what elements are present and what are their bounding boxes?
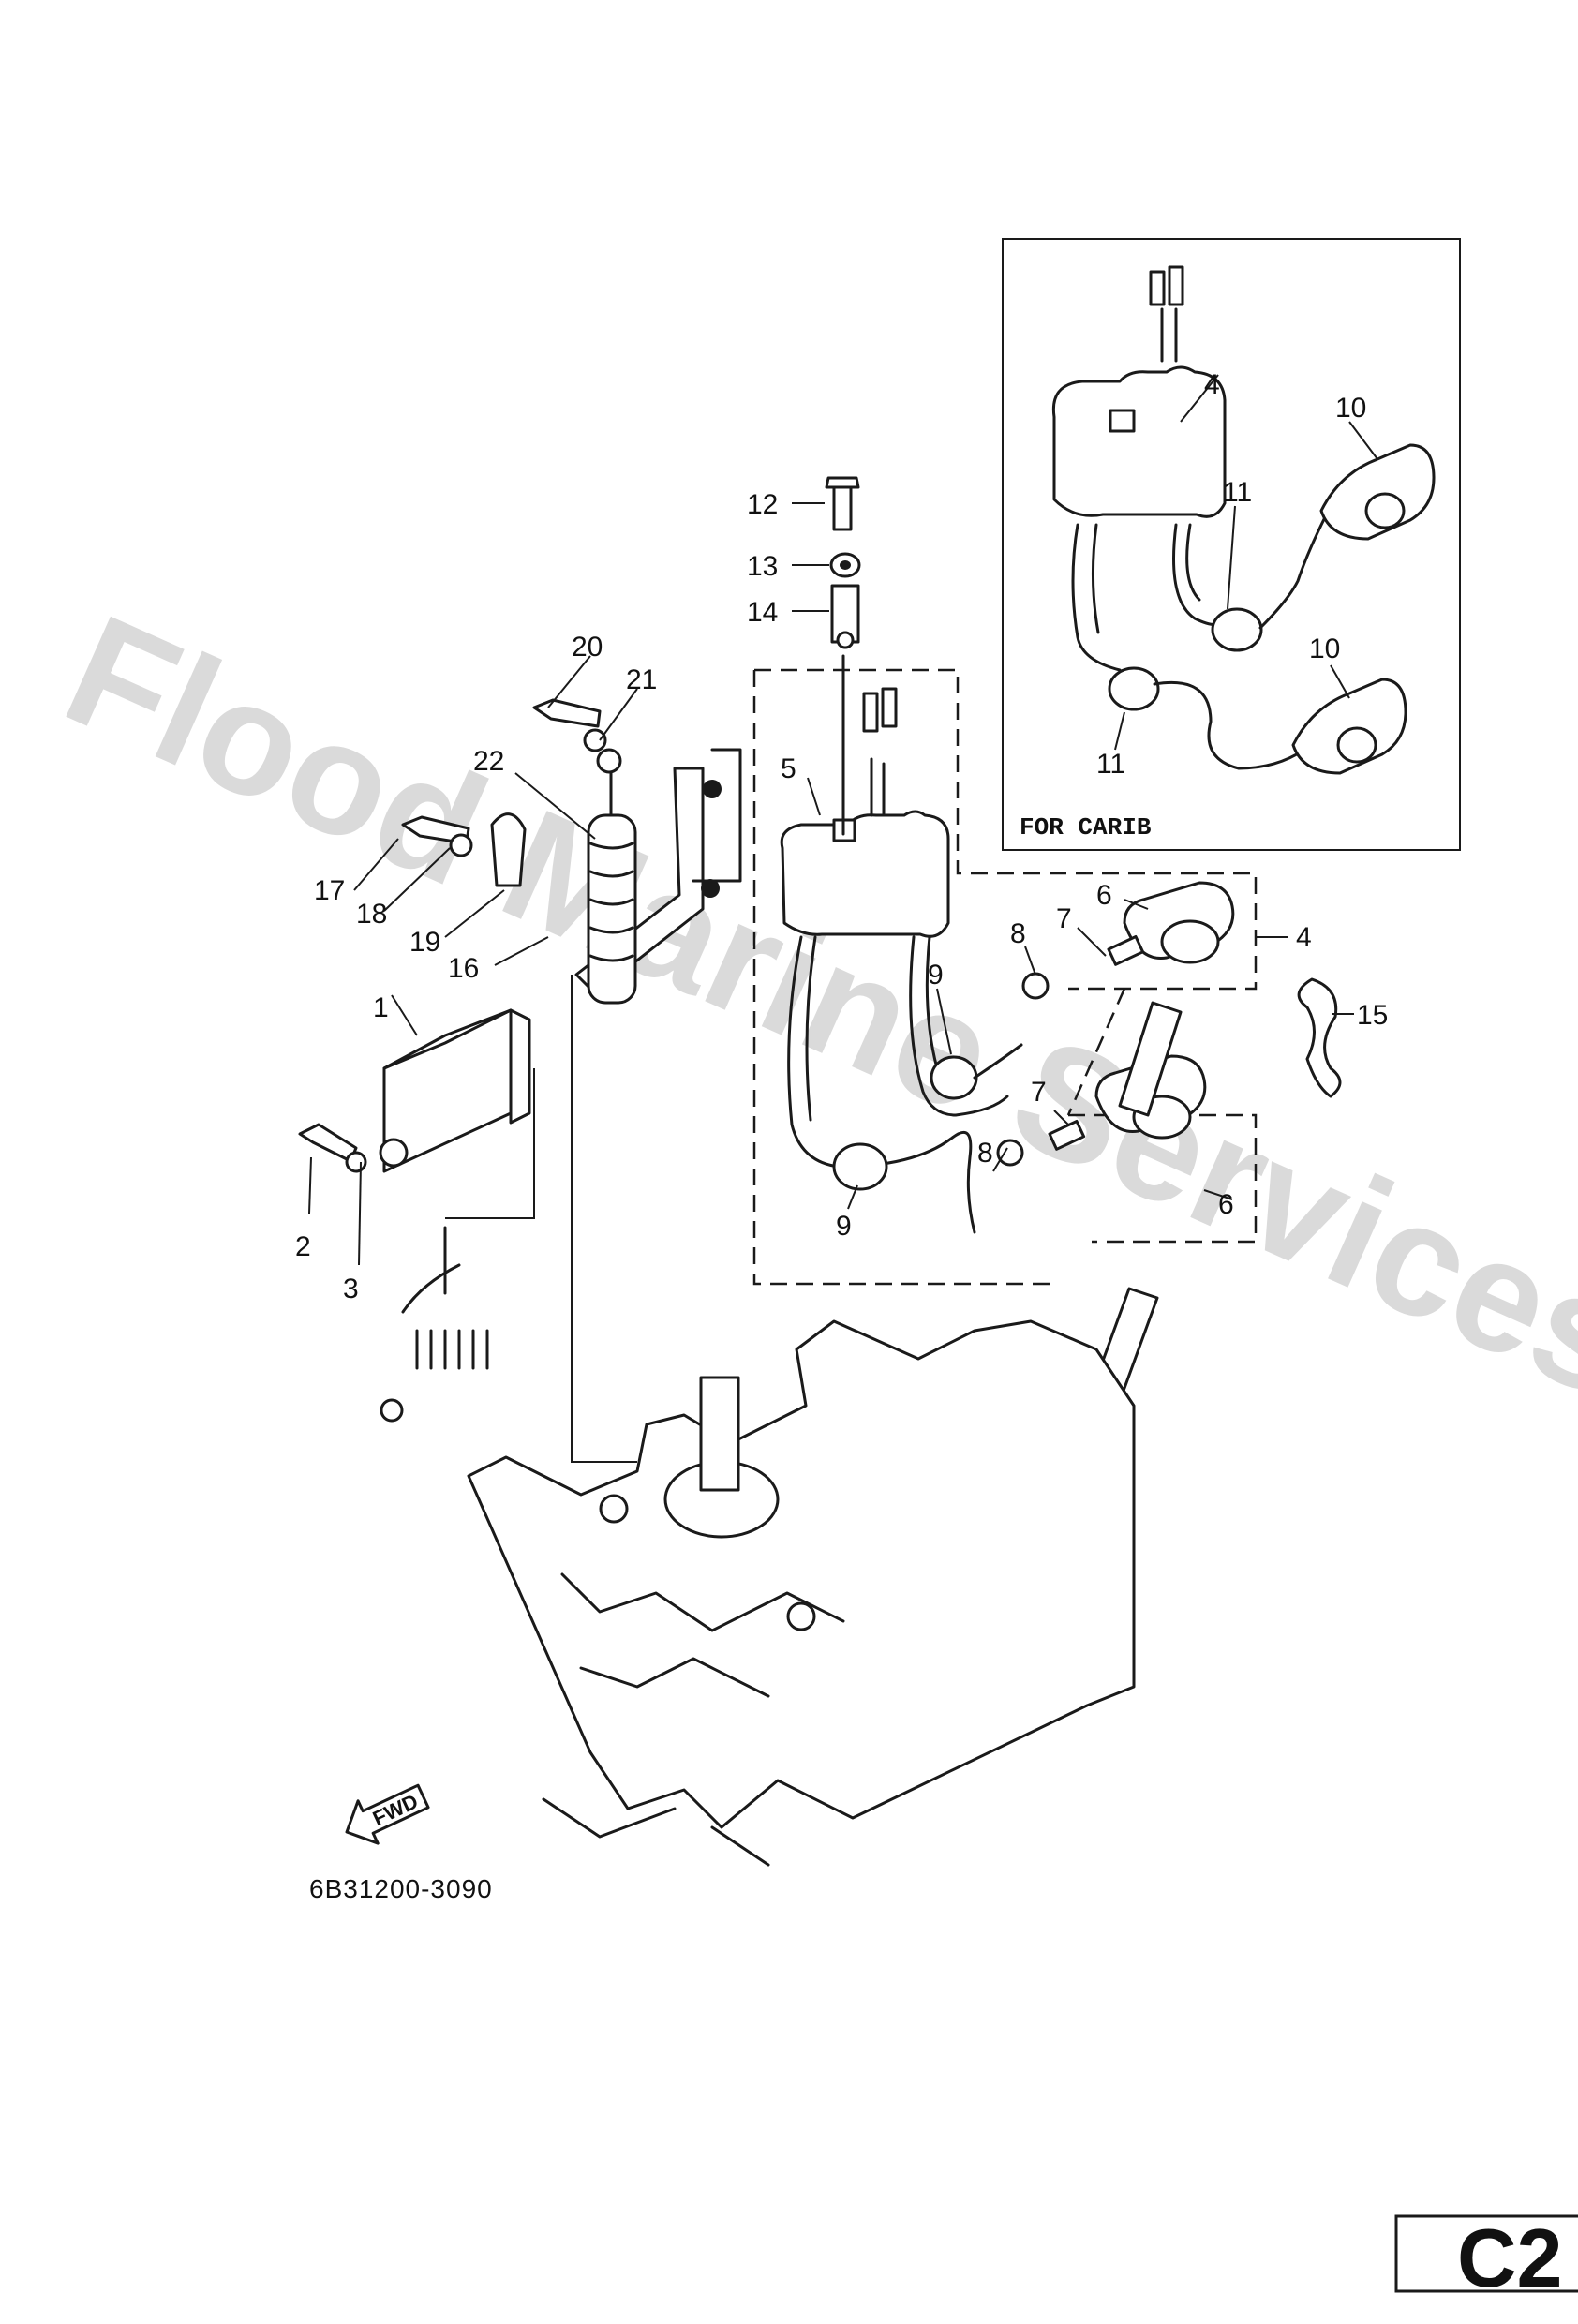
leader-lines	[308, 374, 1378, 1266]
callouts: 1 2 3 4 4 5 6 6 7 7 8 8 9 9 10 10 11 11 …	[295, 369, 1388, 1304]
fwd-arrow: FWD	[345, 1783, 430, 1845]
callout-15: 15	[1357, 1000, 1388, 1031]
page-code: C2	[1457, 2212, 1563, 2304]
callout-9-lower: 9	[836, 1211, 852, 1242]
guide-line-bracket-block	[571, 975, 637, 1463]
callout-20: 20	[572, 632, 603, 663]
callout-13: 13	[747, 551, 778, 582]
callout-10-upper: 10	[1335, 393, 1366, 424]
page-code-box	[1394, 2214, 1578, 2293]
callout-12: 12	[747, 489, 778, 520]
callout-8-upper: 8	[1010, 918, 1026, 949]
part-code: 6B31200-3090	[309, 1874, 493, 1903]
cdi-unit	[298, 1008, 535, 1423]
callout-6-lower: 6	[1218, 1189, 1234, 1220]
callout-6-upper: 6	[1096, 880, 1112, 911]
engine-block	[467, 1319, 1136, 1867]
inset-ignition-coil	[1051, 265, 1436, 775]
callout-11-lower: 11	[1096, 749, 1125, 780]
callout-5: 5	[781, 753, 796, 784]
callout-7-upper: 7	[1056, 903, 1072, 934]
callout-22: 22	[473, 746, 504, 777]
callout-21: 21	[626, 664, 657, 695]
callout-1: 1	[373, 992, 389, 1023]
callout-19: 19	[409, 927, 440, 958]
ignition-coil-5	[780, 654, 1023, 1234]
bolt-washer-spacer-stack	[825, 476, 861, 649]
clip-15	[1297, 977, 1342, 1098]
callout-18: 18	[356, 899, 387, 930]
bracket-and-coil	[574, 748, 742, 1005]
callout-17: 17	[314, 875, 345, 906]
callout-16: 16	[448, 953, 479, 984]
callout-11-upper: 11	[1223, 477, 1252, 508]
small-fasteners	[401, 698, 607, 887]
inset-label: FOR CARIB	[1020, 813, 1152, 842]
callout-14: 14	[747, 597, 778, 628]
inset-frame	[1002, 238, 1461, 851]
callout-10-lower: 10	[1309, 633, 1340, 664]
callout-4: 4	[1296, 922, 1312, 953]
callout-3: 3	[343, 1274, 359, 1304]
callout-4-inset: 4	[1204, 369, 1220, 400]
callout-7-lower: 7	[1031, 1077, 1047, 1108]
callout-8-lower: 8	[977, 1138, 993, 1169]
callout-9-upper: 9	[928, 960, 944, 991]
callout-2: 2	[295, 1231, 311, 1262]
inset-for-carib: FOR CARIB	[1002, 238, 1461, 851]
